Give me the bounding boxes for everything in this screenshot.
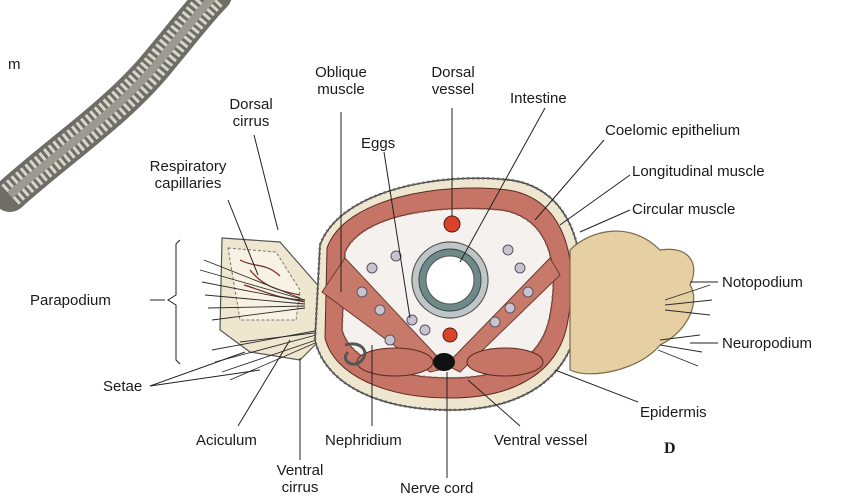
label-dorsal-vessel: Dorsal vessel bbox=[418, 64, 488, 98]
label-ventral-cirrus: Ventral cirrus bbox=[265, 462, 335, 496]
label-parapodium: Parapodium bbox=[30, 292, 111, 309]
label-eggs: Eggs bbox=[361, 135, 395, 152]
label-respiratory-capillaries: Respiratory capillaries bbox=[133, 158, 243, 192]
ventral-vessel-shape bbox=[443, 328, 457, 342]
label-intestine: Intestine bbox=[510, 90, 567, 107]
label-aciculum: Aciculum bbox=[196, 432, 257, 449]
label-dorsal-cirrus: Dorsal cirrus bbox=[216, 96, 286, 130]
label-notopodium: Notopodium bbox=[722, 274, 803, 291]
label-oblique-muscle: Oblique muscle bbox=[301, 64, 381, 98]
label-neuropodium: Neuropodium bbox=[722, 335, 812, 352]
label-setae: Setae bbox=[103, 378, 142, 395]
intestine bbox=[412, 242, 488, 318]
partial-label-m: m bbox=[8, 56, 21, 73]
right-parapodium bbox=[570, 231, 712, 374]
label-longitudinal-muscle: Longitudinal muscle bbox=[632, 163, 765, 180]
label-epidermis: Epidermis bbox=[640, 404, 707, 421]
label-nephridium: Nephridium bbox=[325, 432, 402, 449]
parapodium-lobe bbox=[220, 238, 330, 360]
dorsal-vessel-shape bbox=[444, 216, 460, 232]
panel-letter: D bbox=[664, 440, 676, 457]
label-nerve-cord: Nerve cord bbox=[400, 480, 473, 497]
label-ventral-vessel: Ventral vessel bbox=[494, 432, 587, 449]
nerve-cord-shape bbox=[433, 353, 455, 371]
label-circular-muscle: Circular muscle bbox=[632, 201, 735, 218]
label-coelomic-epithelium: Coelomic epithelium bbox=[605, 122, 740, 139]
